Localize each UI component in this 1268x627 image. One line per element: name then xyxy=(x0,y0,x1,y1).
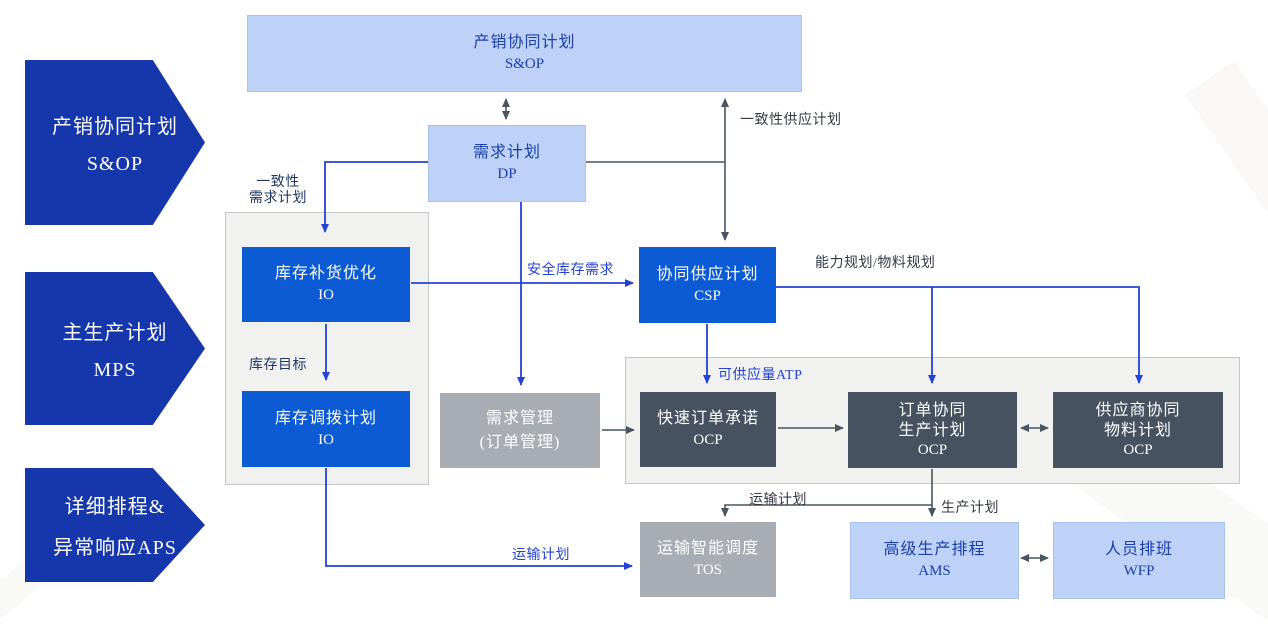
box-code: TOS xyxy=(693,562,723,579)
box-title: 快速订单承诺 xyxy=(656,410,759,428)
box-code: CSP xyxy=(694,287,721,304)
box-csp: 协同供应计划 CSP xyxy=(639,247,776,323)
edge-label-production: 生产计划 xyxy=(941,501,999,516)
box-code: IO xyxy=(318,287,334,304)
stage-code: MPS xyxy=(93,358,137,381)
edge-label-atp: 可供应量ATP xyxy=(718,368,803,383)
box-code: S&OP xyxy=(504,56,545,73)
arrow-dp-to-io-replenish xyxy=(321,161,428,233)
box-title-2: 生产计划 xyxy=(898,421,967,439)
box-title: 需求管理 xyxy=(485,410,554,428)
box-title: 需求计划 xyxy=(472,144,541,162)
box-title: 人员排班 xyxy=(1104,541,1173,559)
box-ocp-promise: 快速订单承诺 OCP xyxy=(640,392,776,467)
box-ocp-material: 供应商协同 物料计划 OCP xyxy=(1053,392,1223,468)
edge-label-line2: 需求计划 xyxy=(249,191,307,207)
box-code: OCP xyxy=(693,432,723,449)
box-ocp-production: 订单协同 生产计划 OCP xyxy=(848,392,1017,468)
arrow-ocp2-to-tos xyxy=(721,504,932,517)
box-io-transfer: 库存调拨计划 IO xyxy=(242,391,410,467)
box-title: 产销协同计划 xyxy=(473,34,576,52)
box-title: 库存补货优化 xyxy=(274,265,377,283)
arrow-csp-to-ocp3 xyxy=(776,286,1143,384)
edge-label-transport-mid: 运输计划 xyxy=(749,493,807,508)
stage-label: 产销协同计划 xyxy=(52,115,178,138)
box-wfp: 人员排班 WFP xyxy=(1053,522,1225,599)
box-title: 运输智能调度 xyxy=(656,540,759,558)
box-code: WFP xyxy=(1123,563,1155,580)
box-title: 订单协同 xyxy=(898,401,967,419)
box-code: OCP xyxy=(1123,441,1153,458)
box-code: AMS xyxy=(918,563,951,580)
box-subtitle: (订单管理) xyxy=(479,433,561,451)
edge-label-transport-left: 运输计划 xyxy=(512,548,570,563)
box-ams: 高级生产排程 AMS xyxy=(850,522,1019,599)
box-sop: 产销协同计划 S&OP xyxy=(247,15,802,92)
edge-label-inventory-target: 库存目标 xyxy=(249,358,307,373)
box-title: 协同供应计划 xyxy=(656,265,759,283)
box-tos: 运输智能调度 TOS xyxy=(640,522,776,597)
edge-label-capacity-material: 能力规划/物料规划 xyxy=(815,256,936,271)
box-code: IO xyxy=(318,431,334,448)
box-title-2: 物料计划 xyxy=(1103,421,1172,439)
box-dp: 需求计划 DP xyxy=(428,125,586,202)
box-demand-mgmt: 需求管理 (订单管理) xyxy=(440,393,600,468)
box-code: OCP xyxy=(917,441,948,458)
box-title: 高级生产排程 xyxy=(883,541,986,559)
stage-code: S&OP xyxy=(86,152,144,175)
box-io-replenish: 库存补货优化 IO xyxy=(242,247,410,322)
stage-label: 主生产计划 xyxy=(62,321,168,344)
edge-label-consistent-demand: 一致性 需求计划 xyxy=(240,175,316,207)
stage-code: 异常响应APS xyxy=(53,537,177,559)
box-title: 供应商协同 xyxy=(1095,401,1181,419)
edge-label-line1: 一致性 xyxy=(256,175,300,190)
edge-label-safety-stock: 安全库存需求 xyxy=(527,263,614,278)
arrow-io-transfer-to-tos xyxy=(325,468,633,570)
stage-label: 详细排程& xyxy=(64,496,166,518)
box-title: 库存调拨计划 xyxy=(274,409,377,427)
edge-label-consistent-supply: 一致性供应计划 xyxy=(740,113,842,128)
box-code: DP xyxy=(497,166,517,183)
